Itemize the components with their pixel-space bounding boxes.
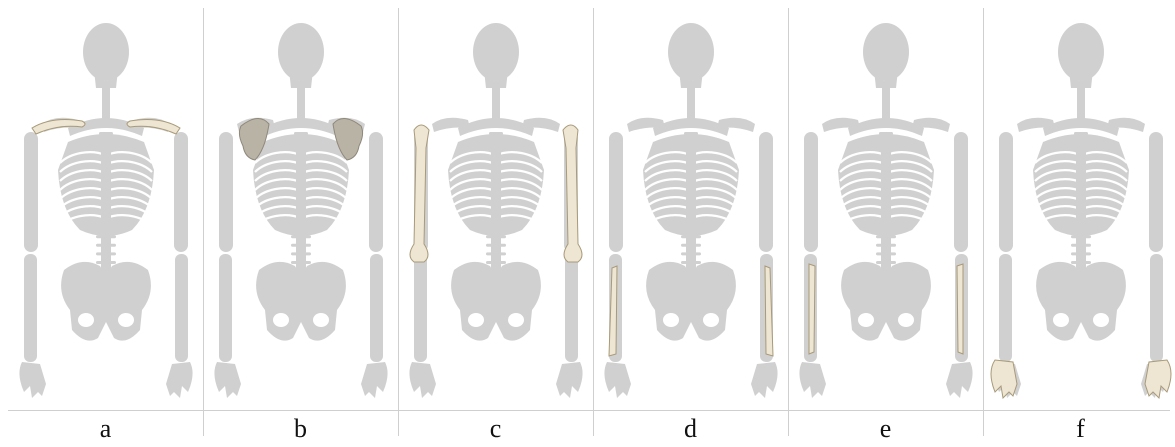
- panel-label: e: [788, 414, 983, 444]
- skeleton-diagram-e: [788, 0, 983, 410]
- panel-a: a: [8, 0, 203, 447]
- panel-label: c: [398, 414, 593, 444]
- right-ulna: [957, 264, 963, 354]
- skeleton-silhouette: [799, 23, 972, 398]
- panel-b: b: [203, 0, 398, 447]
- panel-label: a: [8, 414, 203, 444]
- panel-divider: [788, 8, 789, 436]
- skeleton-diagram-f: [983, 0, 1175, 410]
- skeleton-diagram-c: [398, 0, 593, 410]
- panel-e: e: [788, 0, 983, 447]
- panel-divider: [593, 8, 594, 436]
- panel-label: f: [983, 414, 1175, 444]
- skeleton-silhouette: [994, 23, 1167, 398]
- skeleton-silhouette: [604, 23, 777, 398]
- right-hand: [1145, 360, 1171, 398]
- skeleton-silhouette: [19, 23, 192, 398]
- panel-divider: [398, 8, 399, 436]
- panel-label: d: [593, 414, 788, 444]
- panel-divider: [983, 8, 984, 436]
- label-divider-line: [8, 410, 1170, 411]
- panel-d: d: [593, 0, 788, 447]
- panel-c: c: [398, 0, 593, 447]
- skeleton-silhouette: [409, 23, 582, 398]
- left-ulna: [809, 264, 815, 354]
- skeleton-diagram-a: [8, 0, 203, 410]
- panel-label: b: [203, 414, 398, 444]
- panel-divider: [203, 8, 204, 436]
- skeleton-diagram-b: [203, 0, 398, 410]
- panel-f: f: [983, 0, 1175, 447]
- skeleton-silhouette: [214, 23, 387, 398]
- skeleton-diagram-d: [593, 0, 788, 410]
- left-hand: [991, 360, 1017, 398]
